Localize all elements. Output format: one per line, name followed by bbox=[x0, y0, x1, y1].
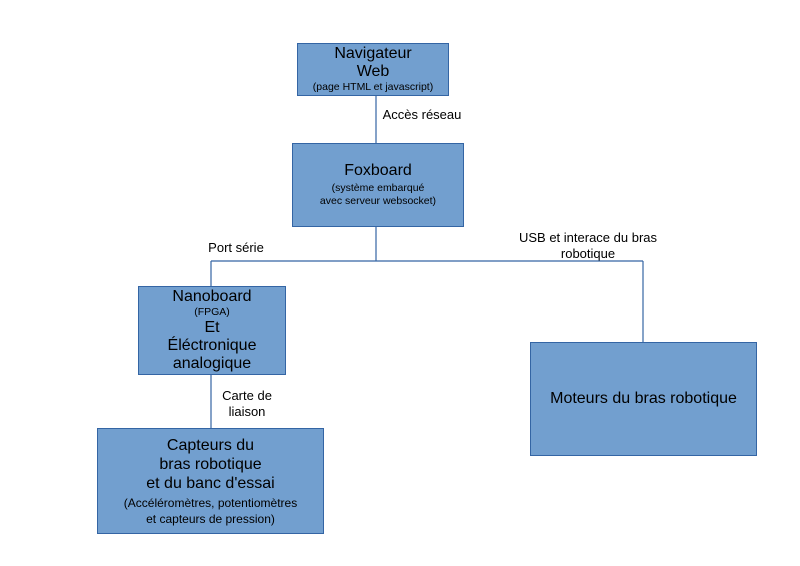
nanoboard-line3: Éléctronique bbox=[167, 337, 257, 354]
capteurs-line1: Capteurs du bbox=[166, 436, 255, 454]
label-usb-line1: USB et interace du bras bbox=[518, 230, 658, 245]
moteurs-box: Moteurs du bras robotique bbox=[530, 342, 757, 456]
foxboard-detail-line2: avec serveur websocket) bbox=[319, 195, 437, 207]
capteurs-detail-line1: (Accéléromètres, potentiomètres bbox=[123, 495, 298, 510]
nanoboard-line2: Et bbox=[204, 319, 220, 336]
navigateur-title-line2: Web bbox=[356, 63, 390, 80]
navigateur-detail: (page HTML et javascript) bbox=[312, 81, 434, 93]
nanoboard-title: Nanoboard bbox=[172, 288, 252, 305]
capteurs-line3: et du banc d'essai bbox=[146, 474, 275, 492]
capteurs-box: Capteurs du bras robotique et du banc d'… bbox=[97, 428, 324, 534]
label-carte-line1: Carte de bbox=[222, 388, 272, 403]
label-usb-interface: USB et interace du bras robotique bbox=[498, 230, 678, 262]
foxboard-detail-line1: (système embarqué bbox=[331, 182, 425, 194]
nanoboard-line4: analogique bbox=[172, 355, 252, 372]
navigateur-web-box: Navigateur Web (page HTML et javascript) bbox=[297, 43, 449, 96]
moteurs-title: Moteurs du bras robotique bbox=[550, 390, 737, 407]
label-acces-reseau: Accès réseau bbox=[372, 107, 472, 123]
label-usb-line2: robotique bbox=[560, 246, 616, 261]
label-carte-line2: liaison bbox=[228, 404, 266, 419]
nanoboard-detail: (FPGA) bbox=[194, 306, 230, 318]
label-acces-reseau-text: Accès réseau bbox=[382, 107, 462, 122]
navigateur-title-line1: Navigateur bbox=[334, 45, 412, 62]
nanoboard-box: Nanoboard (FPGA) Et Éléctronique analogi… bbox=[138, 286, 286, 375]
label-carte-liaison: Carte de liaison bbox=[212, 388, 282, 420]
foxboard-box: Foxboard (système embarqué avec serveur … bbox=[292, 143, 464, 227]
label-port-serie-text: Port série bbox=[208, 240, 264, 255]
capteurs-detail-line2: et capteurs de pression) bbox=[146, 511, 275, 526]
foxboard-title: Foxboard bbox=[344, 162, 412, 179]
capteurs-line2: bras robotique bbox=[159, 455, 262, 473]
label-port-serie: Port série bbox=[196, 240, 276, 256]
